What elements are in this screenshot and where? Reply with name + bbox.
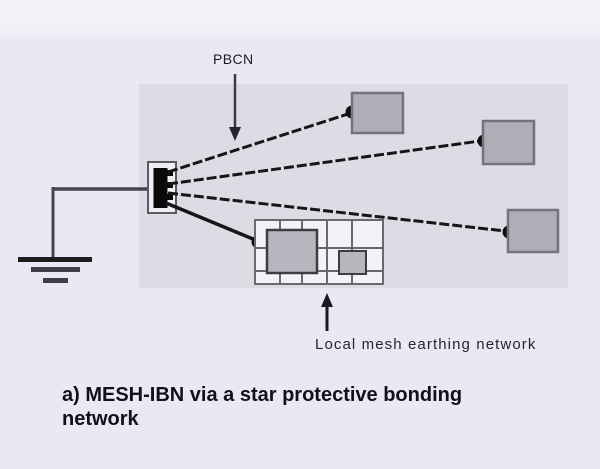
mesh-arrowhead-icon <box>321 293 333 307</box>
bonding-line-3 <box>167 191 506 233</box>
mesh-network-label: Local mesh earthing network <box>315 336 537 353</box>
equipment-box-2 <box>481 119 536 166</box>
ground-bar-middle <box>31 267 80 272</box>
ground-symbol <box>18 187 150 283</box>
figure-caption: a) MESH-IBN via a star protective bondin… <box>62 383 532 431</box>
bonding-line-1 <box>167 111 352 174</box>
mesh-earthing-network <box>254 219 384 285</box>
bonding-line-2 <box>167 139 481 186</box>
ground-bar-top <box>18 257 92 262</box>
mesh-equipment-large <box>265 228 319 275</box>
caption-line-2: network <box>62 408 139 430</box>
ground-bar-bottom <box>43 278 68 283</box>
bonding-line-4 <box>165 201 254 241</box>
busbar-terminal-3 <box>165 194 173 200</box>
bonding-conductors <box>165 111 506 241</box>
pbcn-arrowhead-icon <box>229 127 241 141</box>
caption-line-1: a) MESH-IBN via a star protective bondin… <box>62 384 463 406</box>
equipment-box-1 <box>350 91 405 135</box>
pbcn-label: PBCN <box>213 51 254 67</box>
equipment-box-3 <box>506 208 560 254</box>
pbcn-arrow <box>229 74 241 141</box>
star-point-busbar <box>153 168 168 208</box>
mesh-equipment-small <box>338 250 367 275</box>
mesh-arrow <box>321 293 333 331</box>
